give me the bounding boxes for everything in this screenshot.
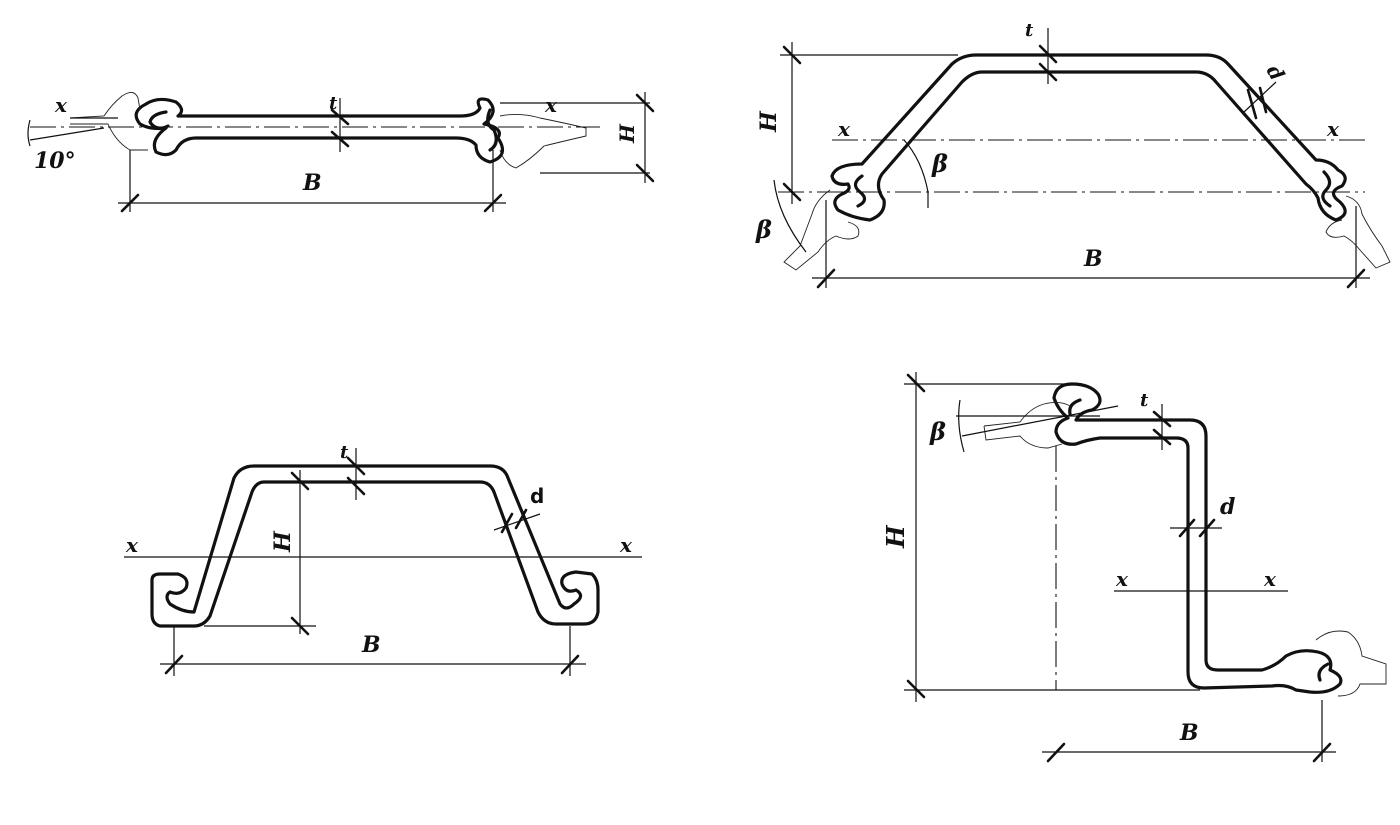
z-shape-profile-beta-label: β [929, 417, 946, 446]
trough-profile-x-right-label: x [1326, 117, 1340, 141]
flat-profile-x-left-label: x [54, 93, 68, 117]
u-shape-profile-b-label: B [361, 632, 381, 658]
z-shape-profile-bottom-neighbour [1315, 630, 1387, 697]
trough-profile-outline [830, 53, 1347, 222]
trough-profile-t-label: t [1025, 20, 1034, 41]
z-shape-profile-beta-line [961, 405, 1119, 437]
z-shape-profile-b-tick-right [1312, 742, 1332, 763]
z-shape-profile-b-label: B [1179, 720, 1199, 746]
u-shape-profile-h-tick-top [290, 471, 310, 491]
u-shape-profile-d-tick-2 [514, 508, 528, 530]
flat-profile-h-tick-bottom [635, 163, 655, 183]
flat-profile-h-label: H [615, 123, 639, 144]
u-shape-profile-d-dim-line [493, 513, 541, 531]
trough-profile-b-label: B [1083, 246, 1103, 272]
trough-profile-t-tick-1 [1038, 44, 1058, 64]
u-shape-profile-d-tick-1 [500, 512, 514, 534]
flat-profile-h-tick-top [635, 93, 655, 113]
trough-profile-b-tick-right [1346, 268, 1366, 289]
trough-profile-h-label: H [756, 110, 782, 133]
trough-profile-d-tick-2 [1258, 86, 1268, 114]
flat-profile-angle-label: 10° [34, 148, 76, 174]
z-shape-profile-beta-arc [958, 399, 965, 453]
u-shape-profile-t-tick-1 [346, 456, 366, 476]
flat-profile-b-tick-left [120, 193, 140, 213]
flat-profile: x x t H B 10° [27, 92, 655, 213]
flat-profile-left-lock [148, 110, 170, 130]
z-shape-profile-x-left-label: x [1115, 567, 1129, 591]
z-shape-profile: β t H d x x B [881, 372, 1387, 763]
trough-profile-d-label: d [1262, 61, 1290, 85]
z-shape-profile-d-tick-2 [1198, 518, 1216, 538]
flat-profile-b-label: B [302, 170, 322, 196]
trough-profile-h-tick-top [782, 45, 802, 65]
u-shape-profile-b-tick-right [560, 654, 580, 675]
z-shape-profile-d-label: d [1220, 494, 1235, 520]
z-shape-profile-h-tick-top [906, 373, 926, 393]
trough-profile-right-lock [1321, 170, 1332, 208]
trough-profile-d-dim-line [1243, 81, 1277, 113]
trough-profile-right-neighbour [1325, 195, 1391, 269]
trough-profile-x-left-label: x [837, 117, 851, 141]
u-shape-profile-h-label: H [270, 530, 296, 553]
u-shape-profile-t-tick-2 [346, 476, 366, 496]
u-shape-profile-x-right-label: x [619, 533, 633, 557]
z-shape-profile-top-neighbour [983, 401, 1071, 449]
flat-profile-angle-line [29, 127, 105, 141]
flat-profile-b-tick-right [483, 193, 503, 213]
z-shape-profile-h-label: H [881, 524, 910, 549]
u-shape-profile-d-label: d [530, 484, 544, 508]
trough-profile-beta-bottom-label: β [755, 215, 772, 244]
flat-profile-t-tick-1 [330, 108, 350, 126]
trough-profile-left-lock [853, 174, 867, 208]
z-shape-profile-b-tick-left [1046, 742, 1066, 763]
trough-profile-h-tick-bottom [782, 182, 802, 202]
trough-profile-left-neighbour [783, 189, 860, 271]
u-shape-profile-outline [150, 464, 600, 628]
flat-profile-angle-arc [27, 119, 31, 147]
u-shape-profile-b-tick-left [164, 654, 184, 675]
flat-profile-outline [134, 97, 505, 164]
z-shape-profile-t-label: t [1140, 390, 1149, 411]
trough-profile-d-tick-1 [1246, 88, 1258, 120]
z-shape-profile-outline [1052, 382, 1343, 694]
trough-profile-beta-top-arc [903, 139, 929, 208]
z-shape-profile-top-lock [1068, 398, 1082, 416]
flat-profile-right-lock [486, 108, 498, 152]
flat-profile-x-right-label: x [544, 93, 558, 117]
trough-profile-b-tick-left [816, 268, 836, 289]
trough-profile-beta-bottom-arc [773, 179, 807, 253]
trough-profile-beta-top-label: β [931, 149, 948, 178]
flat-profile-right-neighbour [499, 113, 587, 169]
flat-profile-t-tick-2 [330, 130, 350, 148]
flat-profile-left-neighbour [69, 92, 148, 151]
z-shape-profile-d-tick-1 [1178, 518, 1196, 538]
trough-profile: H t d x x β β B [755, 20, 1391, 289]
u-shape-profile-x-left-label: x [125, 533, 139, 557]
u-shape-profile: t d H x x B [124, 442, 642, 676]
u-shape-profile-t-label: t [340, 442, 349, 463]
z-shape-profile-bottom-lock [1317, 662, 1330, 682]
z-shape-profile-x-right-label: x [1263, 567, 1277, 591]
flat-profile-t-label: t [329, 93, 338, 114]
z-shape-profile-t-tick-1 [1152, 410, 1172, 428]
trough-profile-t-tick-2 [1038, 62, 1058, 82]
z-shape-profile-h-tick-bottom [906, 679, 926, 699]
z-shape-profile-t-tick-2 [1152, 428, 1172, 446]
